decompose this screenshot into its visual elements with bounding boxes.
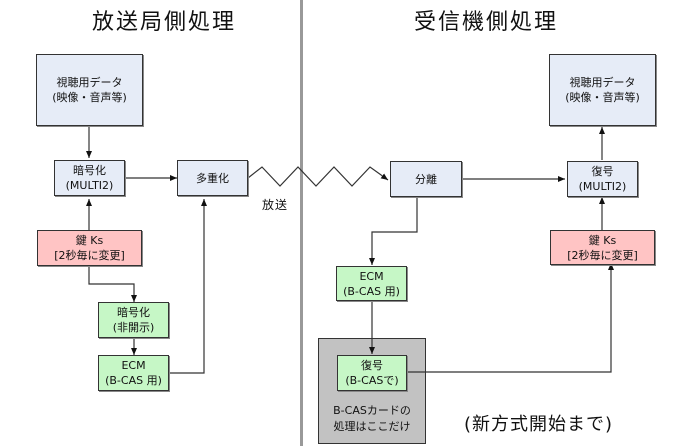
output-data-sublabel: (映像・音声等) (565, 91, 640, 104)
receiver-side-title: 受信機側処理 (414, 10, 559, 35)
key-sublabel: [2秒毎に変更] (54, 249, 125, 262)
ecm-sublabel: (B-CAS 用) (105, 374, 162, 387)
broadcaster-side-title: 放送局側処理 (92, 10, 237, 35)
output-data-box: 視聴用データ (映像・音声等) (549, 54, 656, 126)
arrow-bcas-to-key (407, 263, 614, 373)
source-data-label: 視聴用データ (56, 76, 123, 89)
encrypt-sublabel: (MULTI2) (65, 179, 114, 192)
key-ks-box: 鍵 Ks [2秒毎に変更] (37, 230, 142, 266)
broadcast-zigzag (247, 166, 389, 187)
arrow-demux-to-ecm (369, 197, 418, 265)
receiver-key-ks-box: 鍵 Ks [2秒毎に変更] (550, 230, 655, 265)
demux-box: 分離 (390, 161, 462, 197)
secret-encrypt-label: 暗号化 (117, 306, 150, 319)
bcas-decrypt-label: 復号 (361, 359, 383, 372)
encrypt-label: 暗号化 (73, 164, 106, 177)
source-data-sublabel: (映像・音声等) (52, 91, 127, 104)
multiplex-box: 多重化 (177, 160, 248, 196)
bcas-region-label: B-CASカードの 処理はここだけ (318, 403, 426, 435)
bcas-decrypt-box: 復号 (B-CASで) (337, 355, 407, 391)
receiver-key-label: 鍵 Ks (588, 233, 617, 247)
receiver-ecm-label: ECM (359, 269, 384, 283)
footnote: (新方式開始まで) (464, 414, 614, 435)
section-divider (300, 0, 303, 446)
decrypt-label: 復号 (591, 165, 614, 178)
receiver-ecm-box: ECM (B-CAS 用) (336, 266, 407, 301)
bcas-region-label-line1: B-CASカードの (333, 404, 411, 417)
secret-encrypt-sublabel: (非開示) (112, 321, 155, 334)
decrypt-sublabel: (MULTI2) (578, 180, 627, 193)
arrow-ecm-to-multiplex (168, 199, 207, 374)
multiplex-label: 多重化 (196, 171, 229, 185)
receiver-ecm-sublabel: (B-CAS 用) (343, 284, 400, 298)
receiver-key-sublabel: [2秒毎に変更] (567, 248, 638, 262)
bcas-card-region (318, 338, 426, 444)
secret-encrypt-box: 暗号化 (非開示) (98, 302, 169, 338)
source-data-box: 視聴用データ (映像・音声等) (36, 54, 143, 126)
bcas-region-label-line2: 処理はここだけ (333, 420, 411, 433)
arrow-key-to-secret-encrypt (88, 266, 137, 302)
encrypt-multi2-box: 暗号化 (MULTI2) (54, 160, 125, 196)
key-label: 鍵 Ks (75, 234, 104, 247)
demux-label: 分離 (415, 172, 437, 186)
ecm-label: ECM (121, 359, 146, 372)
output-data-label: 視聴用データ (569, 76, 636, 89)
ecm-box: ECM (B-CAS 用) (98, 355, 169, 391)
broadcast-label: 放送 (262, 198, 289, 212)
bcas-decrypt-sublabel: (B-CASで) (345, 374, 399, 387)
decrypt-multi2-box: 復号 (MULTI2) (567, 161, 638, 197)
